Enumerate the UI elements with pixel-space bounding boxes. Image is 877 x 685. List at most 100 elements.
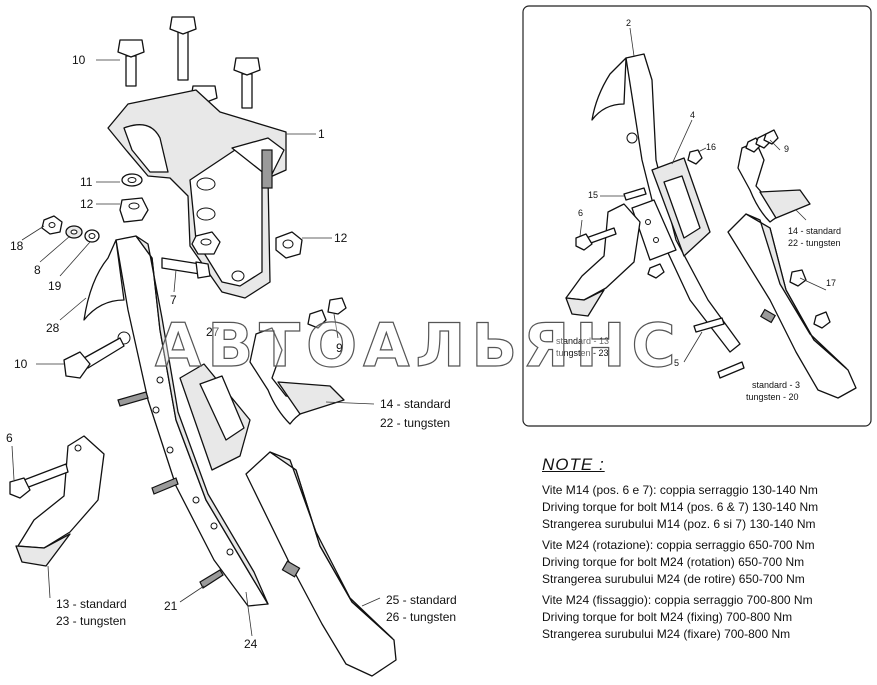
note-line: Strangerea surubului M24 (de rotire) 650… (542, 572, 805, 586)
inset-leader-14 (795, 209, 807, 221)
inset-nut-bottom (647, 263, 665, 279)
callout-6: 6 (6, 431, 13, 445)
leader-6 (11, 445, 15, 481)
note-line: Strangerea surubului M24 (fixare) 700-80… (542, 627, 791, 641)
nut-18 (41, 215, 63, 235)
inset-plate-4 (651, 157, 711, 257)
wing-14 (249, 327, 345, 425)
callout-18: 18 (10, 239, 24, 253)
leader-14 (325, 401, 375, 405)
inset-callout-13b: tungsten - 23 (556, 348, 609, 358)
callout-24: 24 (244, 637, 258, 651)
inset-leader-6 (579, 219, 583, 237)
callout-13b: 23 - tungsten (56, 614, 126, 628)
inset-nut-17b (813, 311, 831, 329)
inset-bolt-15 (623, 187, 647, 201)
inset-nut-16 (687, 149, 703, 165)
nut-12-left (119, 197, 149, 223)
callout-13a: 13 - standard (56, 597, 127, 611)
leader-21 (179, 585, 205, 603)
callout-27: 27 (206, 325, 220, 339)
bolt-6 (9, 463, 69, 499)
inset-panel: 2 4 16 9 15 6 14 - standard 22 - tungste… (522, 5, 872, 427)
bolt-top-3 (233, 57, 261, 109)
note-group-m24-rotation: Vite M24 (rotazione): coppia serraggio 6… (542, 537, 872, 588)
callout-1: 1 (318, 127, 325, 141)
wing-holder-27 (179, 363, 251, 471)
callout-14b: 22 - tungsten (380, 416, 450, 430)
callout-12a: 12 (80, 197, 94, 211)
point-25 (245, 451, 397, 677)
callout-7: 7 (170, 293, 177, 307)
inset-point-3 (727, 213, 857, 399)
note-line: Strangerea surubului M14 (poz. 6 si 7) 1… (542, 517, 816, 531)
inset-callout-5: 5 (674, 358, 679, 368)
washer-8 (65, 225, 83, 239)
inset-callout-17: 17 (826, 278, 836, 288)
inset-leader-5 (683, 331, 703, 363)
nut-9-1 (307, 309, 327, 329)
inset-leader-4 (671, 119, 693, 165)
note-line: Driving torque for bolt M14 (pos. 6 & 7)… (542, 500, 819, 514)
inset-callout-13a: standard - 13 (556, 336, 609, 346)
inset-wing-14 (737, 141, 811, 223)
inset-callout-16: 16 (706, 142, 716, 152)
nut-12-right (275, 231, 303, 259)
main-assembly: 10 1 11 12 12 18 8 19 7 28 27 9 10 14 - … (6, 16, 457, 677)
callout-25a: 25 - standard (386, 593, 457, 607)
inset-callout-3a: standard - 3 (752, 380, 800, 390)
inset-callout-15: 15 (588, 190, 598, 200)
callout-19: 19 (48, 279, 62, 293)
note-line: Vite M24 (rotazione): coppia serraggio 6… (542, 538, 815, 552)
callout-21: 21 (164, 599, 178, 613)
inset-leader-9 (769, 139, 781, 151)
callout-12b: 12 (334, 231, 348, 245)
nut-bracket (191, 231, 221, 255)
note-line: Driving torque for bolt M24 (fixing) 700… (542, 610, 793, 624)
pin-21 (199, 569, 224, 589)
note-title: NOTE : (542, 455, 605, 474)
leader-28 (59, 297, 87, 321)
inset-callout-14a: 14 - standard (788, 226, 841, 236)
inset-leader-2 (629, 27, 635, 57)
bolt-10-lower (63, 337, 125, 379)
leader-18 (21, 225, 45, 241)
callout-14a: 14 - standard (380, 397, 451, 411)
callout-28: 28 (46, 321, 60, 335)
leader-9 (333, 313, 339, 339)
inset-bolt-5b (717, 361, 745, 379)
torque-note: NOTE : Vite M14 (pos. 6 e 7): coppia ser… (542, 456, 872, 647)
washer-19 (84, 229, 100, 243)
inset-leader-16 (697, 147, 707, 153)
callout-10b: 10 (14, 357, 28, 371)
leader-24 (245, 591, 253, 637)
watermark: АВТОАЛЬЯНС (155, 311, 682, 381)
wing-13 (15, 435, 105, 567)
inset-bolt-6 (575, 227, 617, 251)
note-line: Driving torque for bolt M24 (rotation) 6… (542, 555, 805, 569)
inset-leader-17 (799, 277, 827, 291)
callout-8: 8 (34, 263, 41, 277)
callout-25b: 26 - tungsten (386, 610, 456, 624)
bolt-top-1 (117, 39, 145, 87)
leader-8 (39, 235, 71, 263)
note-group-m14: Vite M14 (pos. 6 e 7): coppia serraggio … (542, 482, 872, 533)
note-line: Vite M24 (fissaggio): coppia serraggio 7… (542, 593, 813, 607)
callout-10a: 10 (72, 53, 86, 67)
inset-nuts-9 (745, 129, 779, 153)
pin-1 (117, 391, 149, 407)
bolt-top-2 (169, 16, 197, 81)
leader-13 (47, 565, 51, 599)
inset-bolt-5a (693, 317, 725, 333)
callout-11: 11 (80, 175, 93, 189)
leader-19 (59, 241, 91, 277)
inset-callout-6: 6 (578, 208, 583, 218)
washer-11-hole (127, 177, 137, 183)
inset-callout-4: 4 (690, 110, 695, 120)
leader-25 (361, 597, 381, 607)
inset-wing-13 (565, 203, 641, 317)
leader-7 (173, 269, 177, 293)
pin-2 (151, 477, 179, 495)
